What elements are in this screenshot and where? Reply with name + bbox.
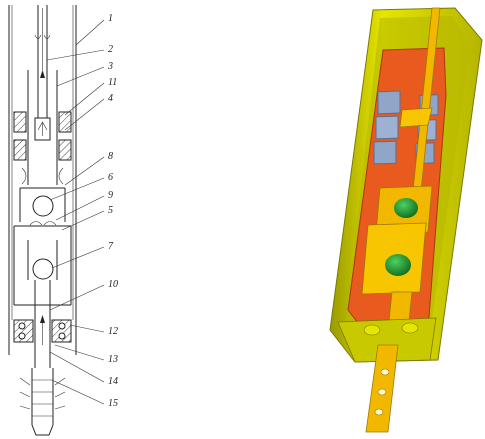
- callout-9: 9: [108, 190, 113, 201]
- callout-3: 3: [107, 61, 113, 72]
- pump-schematic-drawing: 1 2 3 11 4 8 6 9 5 7 10 12 13 14 15: [8, 5, 118, 436]
- callout-15: 15: [108, 398, 118, 409]
- callout-5: 5: [108, 205, 113, 216]
- callout-11: 11: [108, 77, 117, 88]
- callout-13: 13: [108, 354, 118, 365]
- callout-14: 14: [108, 376, 118, 387]
- callout-12: 12: [108, 326, 118, 337]
- callout-4: 4: [108, 93, 113, 104]
- callout-1: 1: [108, 13, 113, 24]
- lower-ball: [385, 254, 411, 276]
- callout-8: 8: [108, 151, 113, 162]
- tail-pipe: [365, 344, 399, 433]
- pump-3d-cutaway-model: [329, 7, 483, 433]
- callout-10: 10: [108, 279, 118, 290]
- upper-ball: [394, 198, 418, 218]
- callout-2: 2: [108, 44, 113, 55]
- callout-7: 7: [108, 241, 114, 252]
- callout-6: 6: [108, 172, 113, 183]
